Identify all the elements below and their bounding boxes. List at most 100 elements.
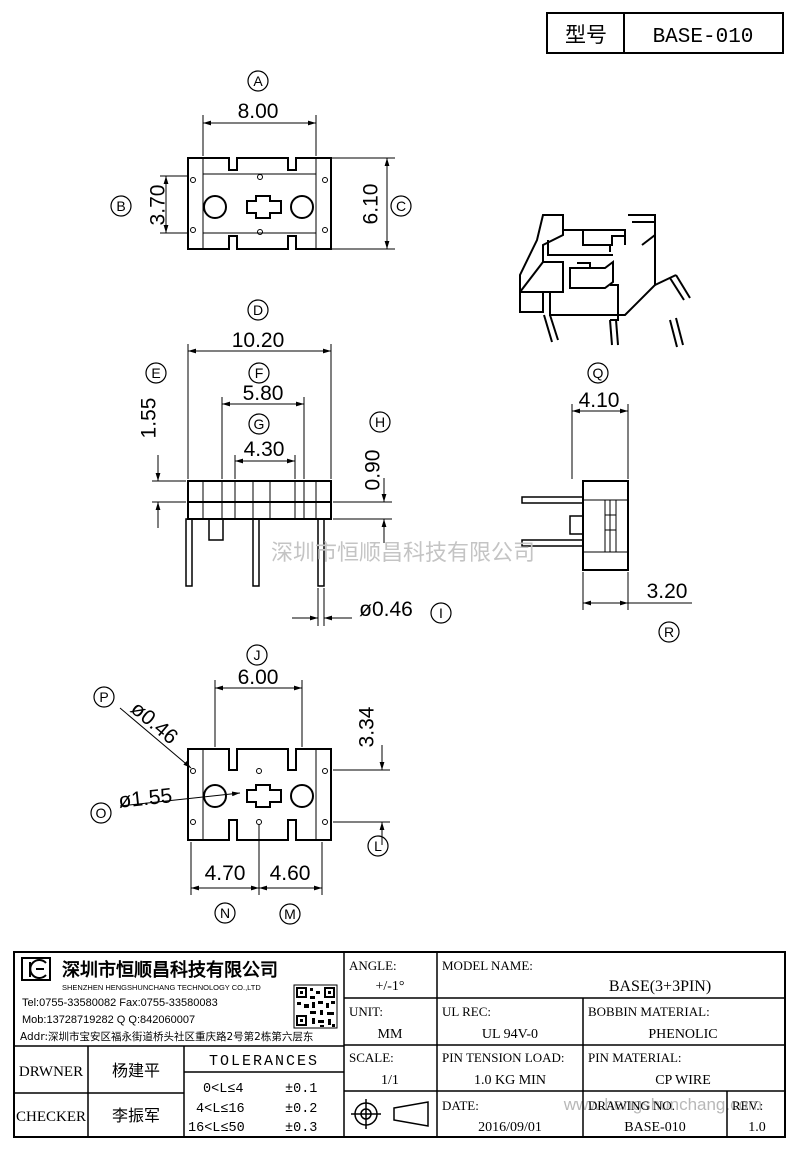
ul-value: UL 94V-0: [482, 1027, 538, 1042]
dim-L: 3.34: [356, 706, 379, 747]
balloon-G: G: [248, 413, 270, 435]
drawer-label: DRWNER: [19, 1064, 83, 1080]
dim-M: 4.60: [270, 862, 311, 885]
dim-A: 8.00: [238, 100, 279, 123]
scale-value: 1/1: [381, 1073, 399, 1088]
model-name-value: BASE(3+3PIN): [609, 978, 711, 995]
balloons: A B C D E F G H I J L M N O P Q R: [90, 70, 680, 925]
svg-text:A: A: [253, 73, 263, 89]
checker-name: 李振军: [112, 1106, 160, 1125]
model-name-label: MODEL NAME:: [442, 958, 533, 973]
date-value: 2016/09/01: [478, 1120, 542, 1135]
company-address: Addr:深圳市宝安区福永街道桥头社区重庆路2号第2栋第六层东: [20, 1030, 313, 1043]
svg-text:H: H: [375, 414, 385, 430]
balloon-B: B: [110, 195, 132, 217]
dim-E: 1.55: [138, 398, 161, 439]
svg-text:R: R: [664, 624, 674, 640]
dim-O: ø1.55: [117, 784, 173, 812]
balloon-C: C: [390, 195, 412, 217]
balloon-L: L: [367, 835, 389, 857]
tol-value-2: ±0.2: [285, 1102, 317, 1117]
svg-text:L: L: [374, 838, 382, 854]
bottom-view-dims: [119, 680, 390, 895]
dim-R: 3.20: [647, 580, 688, 603]
isometric-view: [519, 214, 691, 348]
dim-P: ø0.46: [126, 697, 182, 749]
tol-range-3: 16<L≤50: [188, 1121, 245, 1136]
company-logo: [21, 957, 51, 981]
title-block: [13, 951, 786, 1138]
balloon-O: O: [90, 802, 112, 824]
checker-label: CHECKER: [16, 1109, 86, 1125]
rev-value: 1.0: [748, 1120, 766, 1135]
ul-label: UL REC:: [442, 1004, 491, 1019]
company-tel-fax: Tel:0755-33580082 Fax:0755-33580083: [22, 997, 218, 1009]
front-view: [185, 480, 332, 587]
balloon-Q: Q: [587, 362, 609, 384]
side-view: [521, 480, 629, 571]
drawing-label: DRAWING NO.: [588, 1098, 675, 1113]
model-value: BASE-010: [653, 26, 754, 49]
pin-value: CP WIRE: [655, 1073, 711, 1088]
balloon-N: N: [214, 902, 236, 924]
tol-value-1: ±0.1: [285, 1082, 317, 1097]
title-block-texts: 深圳市恒顺昌科技有限公司 SHENZHEN HENGSHUNCHANG TECH…: [16, 958, 766, 1136]
bottom-view: [187, 748, 332, 841]
rev-label: REV.:: [732, 1098, 763, 1113]
svg-text:O: O: [96, 805, 107, 821]
unit-value: MM: [378, 1027, 403, 1042]
angle-value: +/-1°: [375, 979, 404, 994]
tol-range-2: 4<L≤16: [196, 1102, 245, 1117]
dimension-labels: 8.00 3.70 6.10 10.20 1.55 5.80 4.30 0.90…: [117, 100, 687, 885]
svg-text:D: D: [253, 302, 263, 318]
balloon-E: E: [145, 362, 167, 384]
svg-text:Q: Q: [593, 365, 604, 381]
pin-label: PIN MATERIAL:: [588, 1050, 682, 1065]
bobbin-value: PHENOLIC: [648, 1027, 717, 1042]
balloon-R: R: [658, 621, 680, 643]
dim-I: ø0.46: [359, 598, 413, 621]
front-view-dims: [152, 344, 392, 626]
svg-text:M: M: [284, 906, 296, 922]
model-label: 型号: [565, 24, 607, 47]
top-view: [187, 157, 332, 250]
balloon-M: M: [279, 903, 301, 925]
dim-N: 4.70: [205, 862, 246, 885]
side-view-dims: [571, 404, 692, 610]
balloon-A: A: [247, 70, 269, 92]
tol-value-3: ±0.3: [285, 1121, 317, 1136]
watermark-cn: 深圳市恒顺昌科技有限公司: [271, 541, 535, 566]
dim-H: 0.90: [362, 450, 385, 491]
dim-B: 3.70: [147, 185, 170, 226]
tension-value: 1.0 KG MIN: [474, 1073, 546, 1088]
qr-code: [293, 984, 338, 1029]
angle-label: ANGLE:: [349, 958, 397, 973]
bobbin-label: BOBBIN MATERIAL:: [588, 1004, 710, 1019]
header-model-box: 型号 BASE-010: [546, 12, 784, 54]
dim-Q: 4.10: [579, 389, 620, 412]
svg-text:G: G: [254, 416, 265, 432]
svg-text:F: F: [255, 365, 264, 381]
balloon-I: I: [430, 602, 452, 624]
date-label: DATE:: [442, 1098, 479, 1113]
balloon-D: D: [247, 299, 269, 321]
svg-text:N: N: [220, 905, 230, 921]
drawing-value: BASE-010: [624, 1120, 685, 1135]
company-mob-qq: Mob:13728719282 Q Q:842060007: [22, 1014, 195, 1026]
svg-text:C: C: [396, 198, 406, 214]
watermark-web: www.hengshunchang.com: [563, 1095, 762, 1114]
unit-label: UNIT:: [349, 1004, 383, 1019]
tension-label: PIN TENSION LOAD:: [442, 1050, 565, 1065]
svg-text:P: P: [99, 689, 108, 705]
tolerances-title: TOLERANCES: [209, 1053, 319, 1070]
dim-D: 10.20: [232, 329, 285, 352]
balloon-J: J: [246, 644, 268, 666]
svg-text:B: B: [116, 198, 125, 214]
top-view-dims: [160, 115, 395, 250]
dim-G: 4.30: [244, 438, 285, 461]
svg-text:E: E: [151, 365, 160, 381]
balloon-P: P: [93, 686, 115, 708]
tol-range-1: 0<L≤4: [203, 1082, 244, 1097]
svg-text:I: I: [439, 605, 443, 621]
